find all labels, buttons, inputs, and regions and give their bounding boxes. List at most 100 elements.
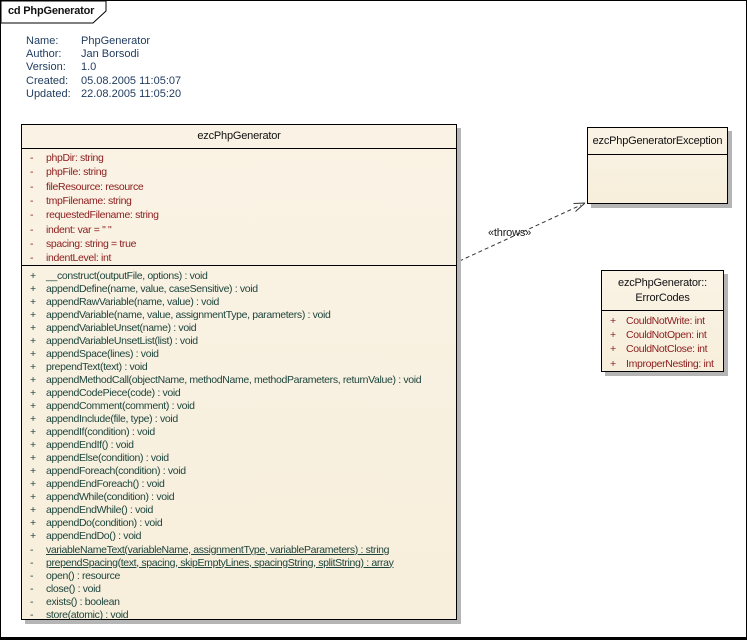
visibility-marker: + xyxy=(30,321,36,334)
operation-row: + appendWhile(condition) : void xyxy=(22,491,456,504)
metadata-label: Author: xyxy=(26,48,62,61)
operation-row: + appendVariableUnset(name) : void xyxy=(22,321,456,334)
operation-row: + appendIf(condition) : void xyxy=(22,426,456,439)
operation-row: + appendVariable(name, value, assignment… xyxy=(22,308,456,321)
operation-row: + appendSpace(lines) : void xyxy=(22,347,456,360)
class-errorcodes[interactable]: ezcPhpGenerator:: ErrorCodes + CouldNotW… xyxy=(601,270,724,372)
operation-signature: appendVariableUnset(name) : void xyxy=(46,321,197,334)
operation-row: + appendForeach(condition) : void xyxy=(22,465,456,478)
operation-row: + appendInclude(file, type) : void xyxy=(22,413,456,426)
attribute-row: - requestedFilename: string xyxy=(22,208,456,222)
operation-signature: open() : resource xyxy=(46,569,121,582)
class-ezcphpgenerator[interactable]: ezcPhpGenerator - phpDir: string - phpFi… xyxy=(21,124,457,621)
operation-row: + appendEndIf() : void xyxy=(22,439,456,452)
visibility-marker: + xyxy=(30,282,36,295)
attribute-row: + CouldNotClose: int xyxy=(602,342,723,356)
metadata-label: Name: xyxy=(26,34,59,47)
visibility-marker: - xyxy=(30,152,34,165)
visibility-marker: - xyxy=(30,569,34,582)
operation-signature: appendForeach(condition) : void xyxy=(46,465,186,478)
operation-row: + appendMethodCall(objectName, methodNam… xyxy=(22,373,456,386)
visibility-marker: - xyxy=(30,195,34,208)
attribute-row: - phpFile: string xyxy=(22,165,456,179)
class-name-line2: ErrorCodes xyxy=(635,292,690,304)
visibility-marker: + xyxy=(30,491,36,504)
operation-signature: appendEndForeach() : void xyxy=(46,478,165,491)
visibility-marker: + xyxy=(30,478,36,491)
operation-signature: appendElse(condition) : void xyxy=(46,452,169,465)
operation-signature: appendMethodCall(objectName, methodName,… xyxy=(46,373,422,386)
throws-stereotype-label: «throws» xyxy=(488,227,532,239)
operation-signature: appendComment(comment) : void xyxy=(46,399,195,412)
frame-tab: cd PhpGenerator xyxy=(1,1,113,25)
attribute-signature: CouldNotWrite: int xyxy=(626,315,705,328)
visibility-marker: - xyxy=(30,556,34,569)
visibility-marker: + xyxy=(30,360,36,373)
frame-tab-shape xyxy=(1,1,107,24)
operation-signature: appendVariable(name, value, assignmentTy… xyxy=(46,308,331,321)
visibility-marker: + xyxy=(610,357,616,370)
visibility-marker: + xyxy=(610,315,616,328)
operation-signature: appendWhile(condition) : void xyxy=(46,491,175,504)
attributes-compartment: - phpDir: string - phpFile: string - fil… xyxy=(22,149,456,266)
operation-row: - prependSpacing(text, spacing, skipEmpt… xyxy=(22,556,456,569)
class-name-ezcphpgeneratorexception: ezcPhpGeneratorException xyxy=(588,128,727,155)
attribute-signature: phpFile: string xyxy=(46,166,107,179)
metadata-value: 1.0 xyxy=(81,61,97,74)
operation-signature: prependText(text) : void xyxy=(46,360,148,373)
class-name-line1: ezcPhpGenerator:: xyxy=(618,277,707,289)
operation-signature: variableNameText(variableName, assignmen… xyxy=(46,543,390,556)
operation-signature: appendCodePiece(code) : void xyxy=(46,386,181,399)
operation-signature: appendRawVariable(name, value) : void xyxy=(46,295,220,308)
visibility-marker: - xyxy=(30,209,34,222)
attribute-row: - phpDir: string xyxy=(22,151,456,165)
operation-signature: appendEndIf() : void xyxy=(46,439,134,452)
visibility-marker: + xyxy=(30,517,36,530)
attribute-signature: phpDir: string xyxy=(46,152,104,165)
frame-tab-label: cd PhpGenerator xyxy=(8,5,95,17)
operation-row: + appendVariableUnsetList(list) : void xyxy=(22,334,456,347)
metadata-label: Updated: xyxy=(26,88,71,101)
operation-row: + appendComment(comment) : void xyxy=(22,399,456,412)
errorcodes-attributes-compartment: + CouldNotWrite: int + CouldNotOpen: int… xyxy=(602,311,723,371)
operations-compartment: + __construct(outputFile, options) : voi… xyxy=(22,266,456,621)
attribute-signature: tmpFilename: string xyxy=(46,195,132,208)
visibility-marker: + xyxy=(30,295,36,308)
visibility-marker: - xyxy=(30,608,34,621)
visibility-marker: - xyxy=(30,180,34,193)
operation-row: + __construct(outputFile, options) : voi… xyxy=(22,269,456,282)
attribute-row: + ImproperNesting: int xyxy=(602,357,723,371)
visibility-marker: - xyxy=(30,595,34,608)
visibility-marker: - xyxy=(30,166,34,179)
metadata-label: Created: xyxy=(26,74,69,87)
operation-row: + prependText(text) : void xyxy=(22,360,456,373)
operation-row: + appendEndForeach() : void xyxy=(22,478,456,491)
visibility-marker: + xyxy=(30,452,36,465)
visibility-marker: + xyxy=(30,386,36,399)
operation-row: - exists() : boolean xyxy=(22,595,456,608)
class-ezcphpgeneratorexception[interactable]: ezcPhpGeneratorException xyxy=(587,127,728,204)
attribute-signature: indentLevel: int xyxy=(46,252,112,265)
operation-signature: appendInclude(file, type) : void xyxy=(46,413,178,426)
visibility-marker: + xyxy=(30,530,36,543)
operation-row: - store(atomic) : void xyxy=(22,608,456,621)
metadata-row: Version: 1.0 xyxy=(26,61,181,74)
operation-signature: appendVariableUnsetList(list) : void xyxy=(46,334,198,347)
metadata-label: Version: xyxy=(26,61,66,74)
metadata-value: Jan Borsodi xyxy=(81,48,140,61)
metadata-value: 05.08.2005 11:05:07 xyxy=(81,74,182,87)
visibility-marker: + xyxy=(30,308,36,321)
attribute-signature: CouldNotOpen: int xyxy=(626,329,707,342)
metadata-row: Created: 05.08.2005 11:05:07 xyxy=(26,74,181,87)
attribute-signature: indent: var = " " xyxy=(46,223,112,236)
operation-signature: appendIf(condition) : void xyxy=(46,426,155,439)
attribute-row: + CouldNotOpen: int xyxy=(602,328,723,342)
visibility-marker: + xyxy=(30,465,36,478)
visibility-marker: + xyxy=(30,334,36,347)
attribute-row: - fileResource: resource xyxy=(22,180,456,194)
operation-row: + appendRawVariable(name, value) : void xyxy=(22,295,456,308)
visibility-marker: - xyxy=(30,252,34,265)
operation-row: + appendEndWhile() : void xyxy=(22,504,456,517)
visibility-marker: - xyxy=(30,582,34,595)
attribute-signature: ImproperNesting: int xyxy=(626,357,714,370)
